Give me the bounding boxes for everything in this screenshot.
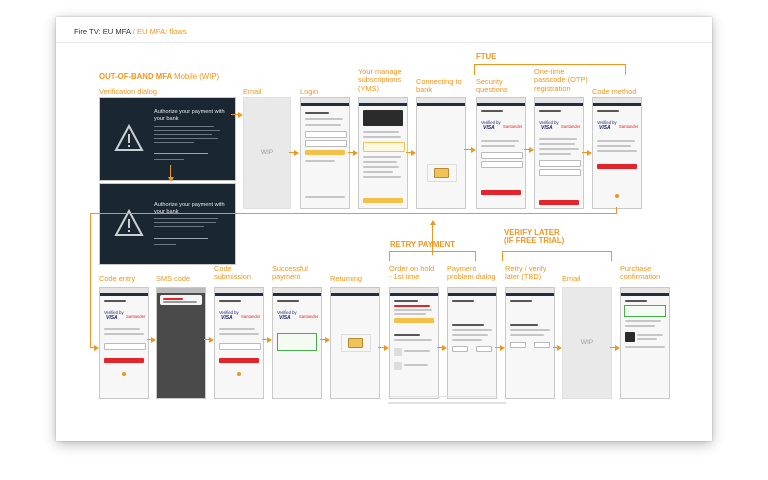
screen-code-method[interactable]: Verified by VISA Santander xyxy=(592,97,642,209)
label-email: Email xyxy=(243,87,262,96)
screen-sms-code[interactable] xyxy=(156,287,206,399)
label-code-entry: Code entry xyxy=(99,274,136,283)
screen-code-entry[interactable]: Verified by VISA Santander xyxy=(99,287,149,399)
section-title: OUT-OF-BAND MFA Mobile (WIP) xyxy=(99,72,219,81)
breadcrumb-current: EU MFA: flows xyxy=(136,27,187,36)
card-icon xyxy=(348,338,363,348)
label-returning: Returning xyxy=(330,274,363,283)
screen-returning[interactable] xyxy=(330,287,380,399)
screen-code-submission[interactable]: Verified by VISA Santander xyxy=(214,287,264,399)
label-verification-dialog: Verification dialog xyxy=(99,87,157,96)
screen-purchase-confirmation[interactable] xyxy=(620,287,670,399)
label-sms-code: SMS code xyxy=(156,274,191,283)
breadcrumb-separator: / xyxy=(132,27,135,36)
faint-note xyxy=(388,396,506,404)
screen-login[interactable] xyxy=(300,97,350,209)
label-login: Login xyxy=(300,87,319,96)
screen-otp-registration[interactable]: Verified by VISA Santander xyxy=(534,97,584,209)
screen-payment-problem[interactable] xyxy=(447,287,497,399)
card-icon xyxy=(434,168,449,178)
label-code-method: Code method xyxy=(592,87,637,96)
success-box xyxy=(277,333,317,351)
flow-board: Fire TV: EU MFA / EU MFA: flows OUT-OF-B… xyxy=(56,17,712,441)
ftue-label: FTUE xyxy=(476,52,497,61)
warning-icon xyxy=(114,209,144,236)
label-email-2: Email xyxy=(562,274,581,283)
screen-email-wip-2[interactable]: WIP xyxy=(562,287,612,399)
screen-connecting-bank[interactable] xyxy=(416,97,466,209)
section-title-bold: OUT-OF-BAND MFA xyxy=(99,72,172,81)
screen-security-questions[interactable]: Verified by VISA Santander xyxy=(476,97,526,209)
screen-yms[interactable] xyxy=(358,97,408,209)
section-title-light: Mobile (WIP) xyxy=(174,72,220,81)
ftue-bracket xyxy=(474,64,626,75)
verify-later-label: VERIFY LATER(IF FREE TRIAL) xyxy=(504,228,565,246)
screen-retry-verify-later[interactable] xyxy=(505,287,555,399)
screen-order-on-hold[interactable] xyxy=(389,287,439,399)
warning-icon xyxy=(114,124,144,151)
breadcrumb-project[interactable]: Fire TV: EU MFA xyxy=(74,27,131,36)
header-divider xyxy=(56,42,712,43)
verify-bracket xyxy=(502,251,612,261)
screen-email-wip[interactable]: WIP xyxy=(243,97,291,209)
retry-payment-label: RETRY PAYMENT xyxy=(390,240,455,249)
retry-bracket xyxy=(389,251,476,261)
breadcrumb: Fire TV: EU MFA / EU MFA: flows xyxy=(74,27,187,36)
label-order-hold: Order on hold- 1st time xyxy=(389,264,435,282)
confirmation-box xyxy=(624,305,666,317)
screen-successful-payment[interactable]: Verified by VISA Santander xyxy=(272,287,322,399)
